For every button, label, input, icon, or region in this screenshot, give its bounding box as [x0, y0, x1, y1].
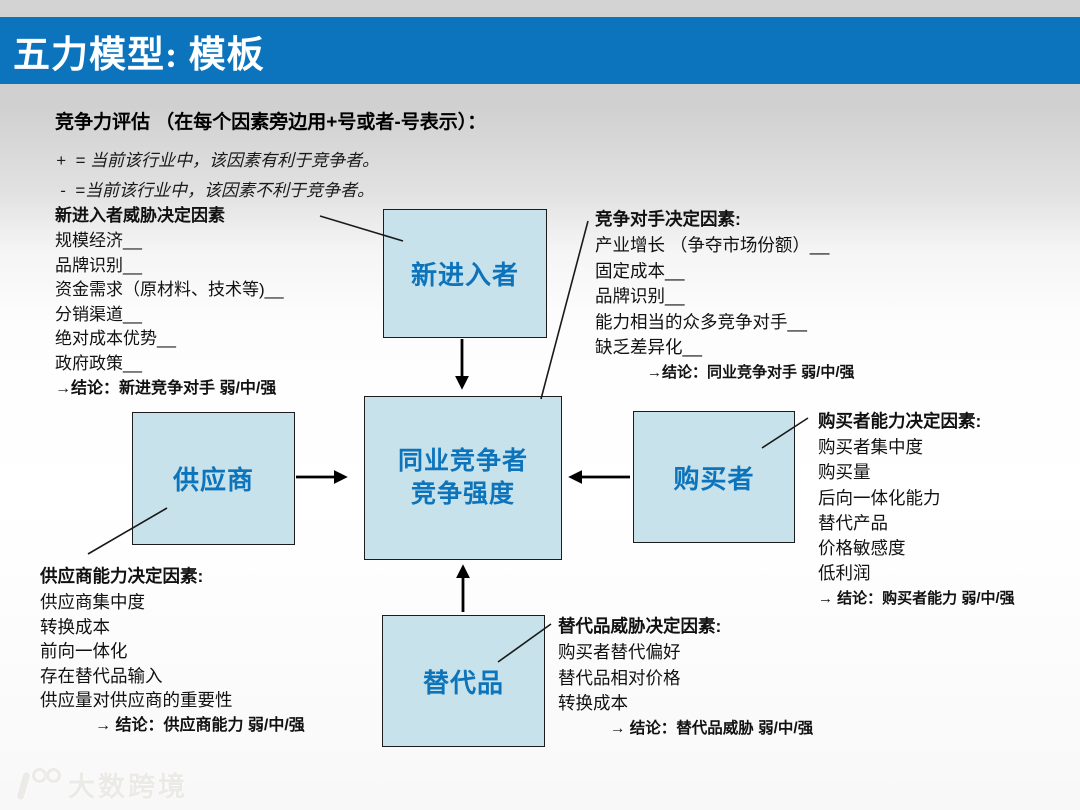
- factor-item: 转换成本: [40, 616, 110, 637]
- factor-conclusion: →结论：同业竞争对手 弱/中/强: [647, 363, 855, 381]
- title-bar: 五力模型: 模板: [0, 17, 1080, 84]
- factor-conclusion: → 结论：替代品威胁 弱/中/强: [610, 719, 814, 737]
- legend-minus-line: - =当前该行业中，该因素不利于竞争者。: [60, 181, 375, 200]
- factor-item: 品牌识别__: [55, 255, 142, 275]
- factor-item: 缺乏差异化__: [595, 337, 702, 357]
- legend-heading: 竞争力评估 （在每个因素旁边用+号或者-号表示）：: [55, 112, 487, 133]
- factor-item: 后向一体化能力: [818, 487, 941, 508]
- factor-item: 绝对成本优势__: [55, 329, 176, 348]
- factor-item: 固定成本__: [595, 260, 685, 281]
- factor-items: 购买者集中度购买量后向一体化能力替代产品价格敏感度低利润: [818, 435, 1074, 587]
- suppliers-box: 供应商: [132, 412, 295, 545]
- suppliers-box-label: 供应商: [172, 465, 254, 495]
- buyers-factor-list: 购买者能力决定因素: 购买者集中度购买量后向一体化能力替代产品价格敏感度低利润 …: [818, 408, 1074, 610]
- factor-items: 产业增长 （争夺市场份额）__ 固定成本__ 品牌识别__ 能力相当的众多竞争对手__…: [595, 233, 935, 361]
- factor-conclusion: → 结论：购买者能力 弱/中/强: [818, 589, 1015, 607]
- rivalry-box-label-line1: 同业竞争者: [397, 447, 528, 475]
- factor-items: 购买者替代偏好替代品相对价格转换成本: [558, 640, 848, 717]
- rivalry-box-label-line2: 竞争强度: [410, 480, 515, 508]
- factor-list-header: 新进入者威胁决定因素: [55, 206, 225, 225]
- factor-item: 替代品相对价格: [558, 667, 681, 688]
- watermark: 大数跨境: [14, 764, 188, 804]
- factor-conclusion: →结论：新进竞争对手 弱/中/强: [55, 380, 277, 397]
- factor-item: 产业增长 （争夺市场份额）__: [595, 235, 830, 255]
- new-entrants-box-label: 新进入者: [410, 260, 519, 290]
- factor-items: 供应商集中度转换成本前向一体化存在替代品输入供应量对供应商的重要性: [40, 590, 350, 713]
- factor-item: 政府政策__: [55, 353, 142, 373]
- watermark-text: 大数跨境: [68, 771, 188, 802]
- factor-item: 购买者集中度: [818, 437, 923, 457]
- substitutes-box-label: 替代品: [422, 667, 504, 698]
- rivals-factor-list: 竞争对手决定因素: 产业增长 （争夺市场份额）__ 固定成本__ 品牌识别__ 能力相…: [595, 206, 935, 384]
- new-entrants-box: 新进入者: [383, 209, 547, 338]
- suppliers-factor-list: 供应商能力决定因素: 供应商集中度转换成本前向一体化存在替代品输入供应量对供应商…: [40, 563, 350, 739]
- factor-item: 购买量: [818, 462, 871, 483]
- factor-item: 存在替代品输入: [40, 665, 163, 686]
- substitutes-box: 替代品: [382, 615, 545, 747]
- factor-item: 低利润: [818, 563, 871, 584]
- factor-list-header: 购买者能力决定因素:: [818, 411, 982, 431]
- leader-rivals: [540, 220, 589, 400]
- rivalry-box: 同业竞争者 竞争强度: [364, 396, 562, 560]
- factor-list-header: 替代品威胁决定因素:: [558, 616, 722, 636]
- factor-item: 供应商集中度: [40, 592, 145, 612]
- factor-item: 供应量对供应商的重要性: [40, 690, 233, 711]
- factor-conclusion: → 结论：供应商能力 弱/中/强: [95, 716, 305, 734]
- factor-item: 规模经济__: [55, 231, 142, 250]
- factor-item: 价格敏感度: [818, 538, 906, 559]
- factor-item: 购买者替代偏好: [558, 642, 681, 662]
- factor-item: 品牌识别__: [595, 286, 685, 306]
- factor-item: 转换成本: [558, 693, 628, 713]
- factor-list-header: 供应商能力决定因素:: [40, 566, 204, 586]
- slide-title: 五力模型: 模板: [13, 34, 265, 76]
- new-entrants-factor-list: 新进入者威胁决定因素 规模经济__ 品牌识别__ 资金需求（原材料、技术等)__ 分销…: [55, 203, 385, 402]
- factor-item: 资金需求（原材料、技术等)__: [55, 280, 284, 299]
- factor-item: 分销渠道__: [55, 304, 142, 324]
- factor-item: 能力相当的众多竞争对手__: [595, 311, 807, 332]
- buyers-box-label: 购买者: [673, 463, 755, 494]
- factor-items: 规模经济__ 品牌识别__ 资金需求（原材料、技术等)__ 分销渠道__ 绝对成本优势_…: [55, 229, 385, 376]
- buyers-box: 购买者: [633, 411, 795, 543]
- legend-plus-line: + = 当前该行业中，该因素有利于竞争者。: [56, 151, 380, 170]
- factor-list-header: 竞争对手决定因素:: [595, 209, 741, 229]
- substitutes-factor-list: 替代品威胁决定因素: 购买者替代偏好替代品相对价格转换成本 → 结论：替代品威胁…: [558, 613, 848, 740]
- dashu-100-logo-icon: [14, 764, 61, 804]
- factor-item: 前向一体化: [40, 641, 128, 662]
- factor-item: 替代产品: [818, 512, 888, 533]
